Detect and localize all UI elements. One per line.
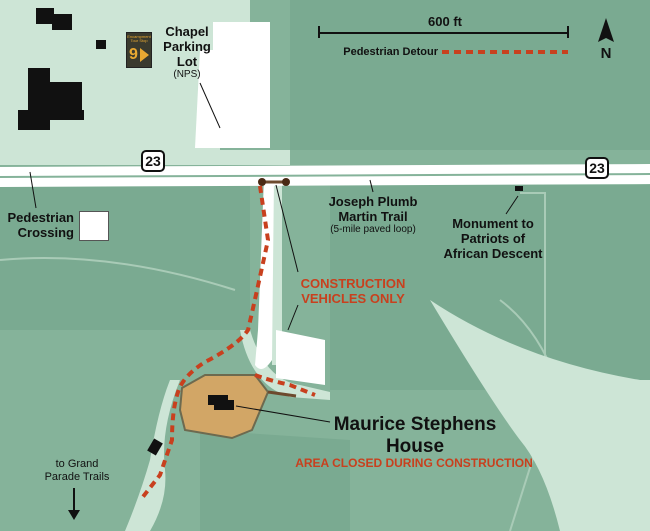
north-label: N: [600, 45, 612, 62]
house-building: [208, 395, 234, 410]
pedestrian-crossing-sign: [79, 211, 109, 241]
pedestrian-detour-east: [254, 373, 316, 397]
construction-gates: [258, 178, 297, 398]
tour-arrow-icon: [140, 48, 149, 62]
tour-stop-title: Encampment Tour Stop: [127, 34, 151, 43]
scale-bar: [318, 26, 569, 38]
closed-area-note: AREA CLOSED DURING CONSTRUCTION: [295, 456, 533, 470]
construction-leader-line-2: [287, 304, 299, 331]
south-arrow-icon: [68, 488, 80, 520]
trail-label: Joseph Plumb Martin Trail (5-mile paved …: [328, 194, 418, 235]
construction-leader-line: [275, 184, 299, 273]
construction-label: CONSTRUCTION VEHICLES ONLY: [300, 276, 406, 306]
chapel-parking-label: Chapel Parking Lot (NPS): [163, 24, 211, 80]
house-leader-line: [235, 405, 331, 423]
route-shield-west: 23: [141, 150, 165, 172]
route-shield-east: 23: [585, 157, 609, 179]
north-arrow-icon: [598, 18, 614, 42]
house-label: Maurice Stephens House: [333, 414, 497, 457]
grand-parade-label: to Grand Parade Trails: [44, 458, 110, 483]
leader-lines: [29, 82, 519, 215]
pedestrian-crossing-label: Pedestrian Crossing: [7, 210, 74, 240]
buildings: [18, 8, 523, 456]
pedestrian-detour: [140, 185, 271, 500]
scale-label: 600 ft: [428, 14, 462, 29]
road-median: [0, 173, 650, 178]
tour-stop-number: 9: [129, 46, 138, 63]
legend-label: Pedestrian Detour: [343, 46, 438, 58]
monument-label: Monument to Patriots of African Descent: [443, 216, 543, 261]
tour-stop-sign: Encampment Tour Stop 9: [126, 32, 152, 68]
paved-areas: [10, 22, 325, 385]
